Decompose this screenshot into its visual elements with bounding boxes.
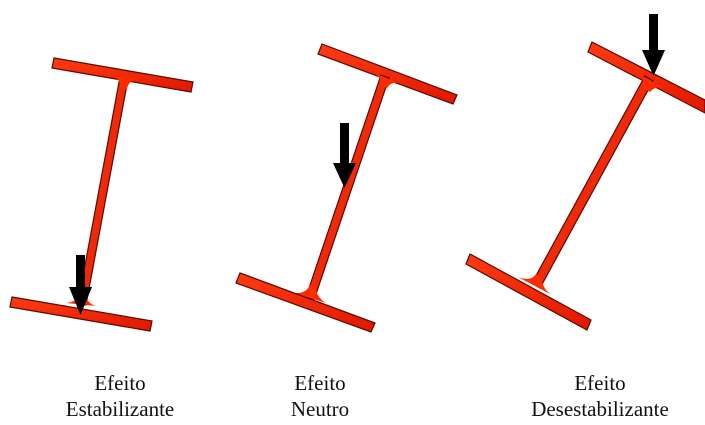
beam-destabilizing [465, 14, 705, 331]
caption-line-1: Efeito [94, 371, 146, 395]
beam-3-web [531, 75, 654, 289]
beam-stabilizing [9, 57, 194, 332]
beam-1-bottom-flange [9, 296, 153, 332]
beam-3-top-fillet [632, 71, 668, 92]
caption-line-2: Neutro [290, 397, 350, 421]
load-arrow-icon [333, 123, 356, 188]
caption-neutral: Efeito Neutro [240, 370, 400, 422]
beam-1-top-fillet [110, 75, 140, 89]
caption-line-2: Desestabilizante [531, 397, 669, 421]
beam-2-top-flange [317, 43, 458, 105]
beam-2-web [305, 74, 390, 301]
beam-3-bottom-flange [465, 253, 592, 331]
beam-2-bottom-flange [235, 272, 376, 333]
beam-1-top-flange [51, 57, 194, 93]
beam-2-bottom-fillet [294, 285, 326, 303]
caption-line-2: Estabilizante [65, 397, 175, 421]
caption-destabilizing: Efeito Desestabilizante [500, 370, 700, 422]
beam-neutral [235, 43, 458, 333]
load-arrow-icon [69, 255, 92, 315]
caption-line-1: Efeito [574, 371, 626, 395]
caption-line-1: Efeito [294, 371, 346, 395]
beam-2-top-fillet [370, 72, 402, 88]
load-arrow-icon [642, 14, 665, 76]
beam-1-web [77, 76, 129, 306]
beam-3-bottom-fillet [518, 274, 552, 295]
caption-stabilizing: Efeito Estabilizante [40, 370, 200, 422]
